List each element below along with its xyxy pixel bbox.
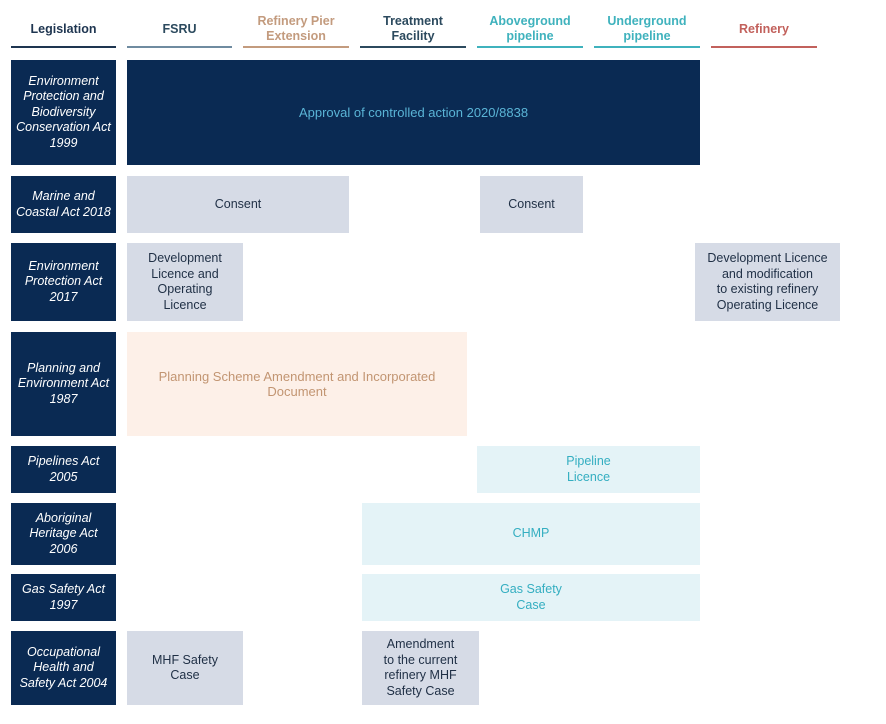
header-aboveground-pipeline: Aboveground pipeline — [489, 14, 571, 43]
row-label-epbc-act: Environment Protection and Biodiversity … — [11, 60, 116, 165]
header-legislation-underline — [11, 46, 116, 48]
header-treatment-facility: Treatment Facility — [383, 14, 443, 43]
row-label-gas-safety-act: Gas Safety Act 1997 — [11, 574, 116, 621]
row-label-planning-environment-act: Planning and Environment Act 1987 — [11, 332, 116, 436]
cell-pipeline-licence: Pipeline Licence — [477, 446, 700, 493]
row-label-pipelines-act: Pipelines Act 2005 — [11, 446, 116, 493]
header-treatment-facility-underline — [360, 46, 466, 48]
header-fsru-underline — [127, 46, 232, 48]
cell-marine-consent-fsru-pier: Consent — [127, 176, 349, 233]
row-label-aboriginal-heritage-act: Aboriginal Heritage Act 2006 — [11, 503, 116, 565]
header-underground-pipeline-underline — [594, 46, 700, 48]
cell-marine-consent-pipeline: Consent — [480, 176, 583, 233]
cell-ep-fsru-licence: Development Licence and Operating Licenc… — [127, 243, 243, 321]
cell-ohs-fsru-mhf: MHF Safety Case — [127, 631, 243, 705]
row-label-environment-protection-act: Environment Protection Act 2017 — [11, 243, 116, 321]
header-refinery: Refinery — [738, 21, 790, 36]
header-underground-pipeline: Underground pipeline — [607, 14, 687, 43]
cell-planning-scheme-amendment: Planning Scheme Amendment and Incorporat… — [127, 332, 467, 436]
cell-ep-refinery-licence: Development Licence and modification to … — [695, 243, 840, 321]
cell-ohs-treatment-amendment: Amendment to the current refinery MHF Sa… — [362, 631, 479, 705]
row-label-marine-coastal-act: Marine and Coastal Act 2018 — [11, 176, 116, 233]
cell-epbc-approval: Approval of controlled action 2020/8838 — [127, 60, 700, 165]
cell-gas-safety-case: Gas Safety Case — [362, 574, 700, 621]
header-refinery-pier-extension: Refinery Pier Extension — [257, 14, 335, 43]
header-legislation: Legislation — [30, 21, 97, 36]
header-refinery-underline — [711, 46, 817, 48]
cell-chmp: CHMP — [362, 503, 700, 565]
header-refinery-pier-extension-underline — [243, 46, 349, 48]
header-fsru: FSRU — [162, 21, 197, 36]
row-label-ohs-act: Occupational Health and Safety Act 2004 — [11, 631, 116, 705]
header-aboveground-pipeline-underline — [477, 46, 583, 48]
